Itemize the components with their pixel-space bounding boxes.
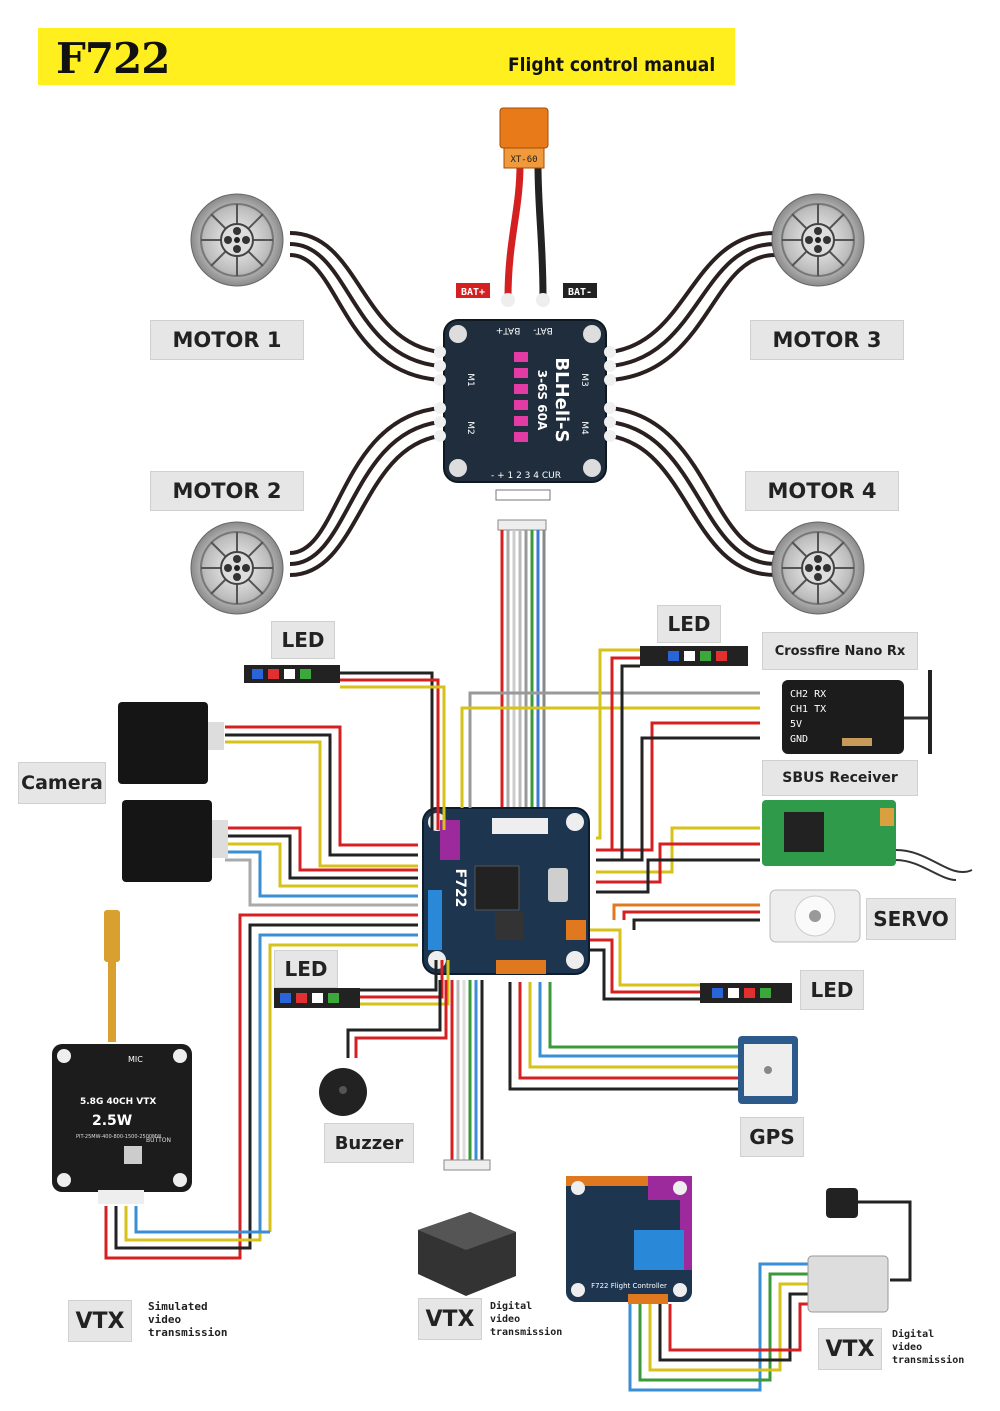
crossfire-label: Crossfire Nano Rx <box>762 632 918 670</box>
crossfire-receiver: CH2 RX CH1 TX 5V GND <box>782 670 932 754</box>
esc-m3: M3 <box>579 373 589 387</box>
led-label-bottom-right: LED <box>800 970 864 1010</box>
crsf-pin-1: CH2 RX <box>790 689 826 700</box>
crsf-pin-4: GND <box>790 734 808 745</box>
vtx-note-digital-2: Digital video transmission <box>892 1329 965 1366</box>
digital-fc-name: F722 Flight Controller <box>591 1282 667 1290</box>
motor-3 <box>771 193 865 287</box>
motor-1 <box>190 193 284 287</box>
dji-air-unit <box>418 1212 516 1296</box>
bat-minus-label: BAT- <box>568 287 592 298</box>
digital-vtx-unit <box>807 1188 889 1313</box>
led-strip-bottom-right <box>700 983 792 1003</box>
vtx-button: BUTTON <box>146 1137 171 1144</box>
analog-vtx: 5.8G 40CH VTX 2.5W PIT-25MW-400-800-1500… <box>52 910 192 1204</box>
title-banner: F722 Flight control manual <box>38 28 735 85</box>
digital-fc-board: F722 Flight Controller <box>566 1176 692 1304</box>
vtx-band: 5.8G 40CH VTX <box>80 1097 156 1107</box>
esc-m2: M2 <box>465 421 475 435</box>
led-label-top-left: LED <box>271 621 335 659</box>
led-strip-bottom-left <box>274 988 360 1008</box>
esc-pins: - + 1 2 3 4 CUR <box>491 471 561 481</box>
servo <box>769 889 861 943</box>
vtx-power: 2.5W <box>92 1113 132 1129</box>
motor-4 <box>771 521 865 615</box>
camera-racer-nano <box>118 702 224 784</box>
gps-label: GPS <box>740 1117 804 1157</box>
xt60-label: XT-60 <box>510 155 537 165</box>
bat-plus-label: BAT+ <box>461 287 485 298</box>
motor-2 <box>190 521 284 615</box>
vtx-mic: MIC <box>128 1055 143 1064</box>
sbus-receiver <box>762 800 973 881</box>
buzzer-label: Buzzer <box>324 1123 414 1163</box>
page-subtitle: Flight control manual <box>508 54 716 76</box>
page-title: F722 <box>56 34 170 83</box>
crsf-pin-2: CH1 TX <box>790 704 826 715</box>
vtx-label-digital-2: VTX <box>818 1328 882 1370</box>
servo-label: SERVO <box>866 898 956 940</box>
vtx-label-digital-1: VTX <box>418 1298 482 1340</box>
led-strip-top-left <box>244 665 340 683</box>
gps-module <box>738 1036 798 1104</box>
buzzer <box>319 1068 367 1116</box>
motor-4-label: MOTOR 4 <box>745 471 899 511</box>
motor-3-label: MOTOR 3 <box>750 320 904 360</box>
camera-label: Camera <box>18 762 106 804</box>
led-strip-top-right <box>640 646 748 666</box>
esc-name: BLHeli-S <box>551 357 572 442</box>
motor-2-label: MOTOR 2 <box>150 471 304 511</box>
esc-pad-batp: BAT+ <box>496 325 521 335</box>
esc-m1: M1 <box>465 373 475 387</box>
esc-pad-batm: BAT- <box>533 325 553 335</box>
esc-spec: 3-6S 60A <box>535 370 549 431</box>
esc-board: BLHeli-S 3-6S 60A BAT+ BAT- M1 M2 M3 M4 … <box>434 293 616 483</box>
crsf-pin-3: 5V <box>790 719 802 730</box>
sbus-label: SBUS Receiver <box>762 760 918 796</box>
fc-name: F722 <box>452 869 468 908</box>
motor-1-label: MOTOR 1 <box>150 320 304 360</box>
led-label-top-right: LED <box>657 605 721 643</box>
vtx-sub: PIT-25MW-400-800-1500-2500MW <box>76 1134 161 1140</box>
xt60-connector: XT-60 <box>499 107 549 169</box>
vtx-note-simulated: Simulated video transmission <box>148 1300 228 1339</box>
esc-m4: M4 <box>579 421 589 435</box>
flight-controller: F722 <box>422 807 590 975</box>
vtx-label-analog: VTX <box>68 1300 132 1342</box>
vtx-note-digital-1: Digital video transmission <box>490 1301 563 1338</box>
camera-phoenix <box>122 800 228 882</box>
led-label-bottom-left: LED <box>274 950 338 988</box>
